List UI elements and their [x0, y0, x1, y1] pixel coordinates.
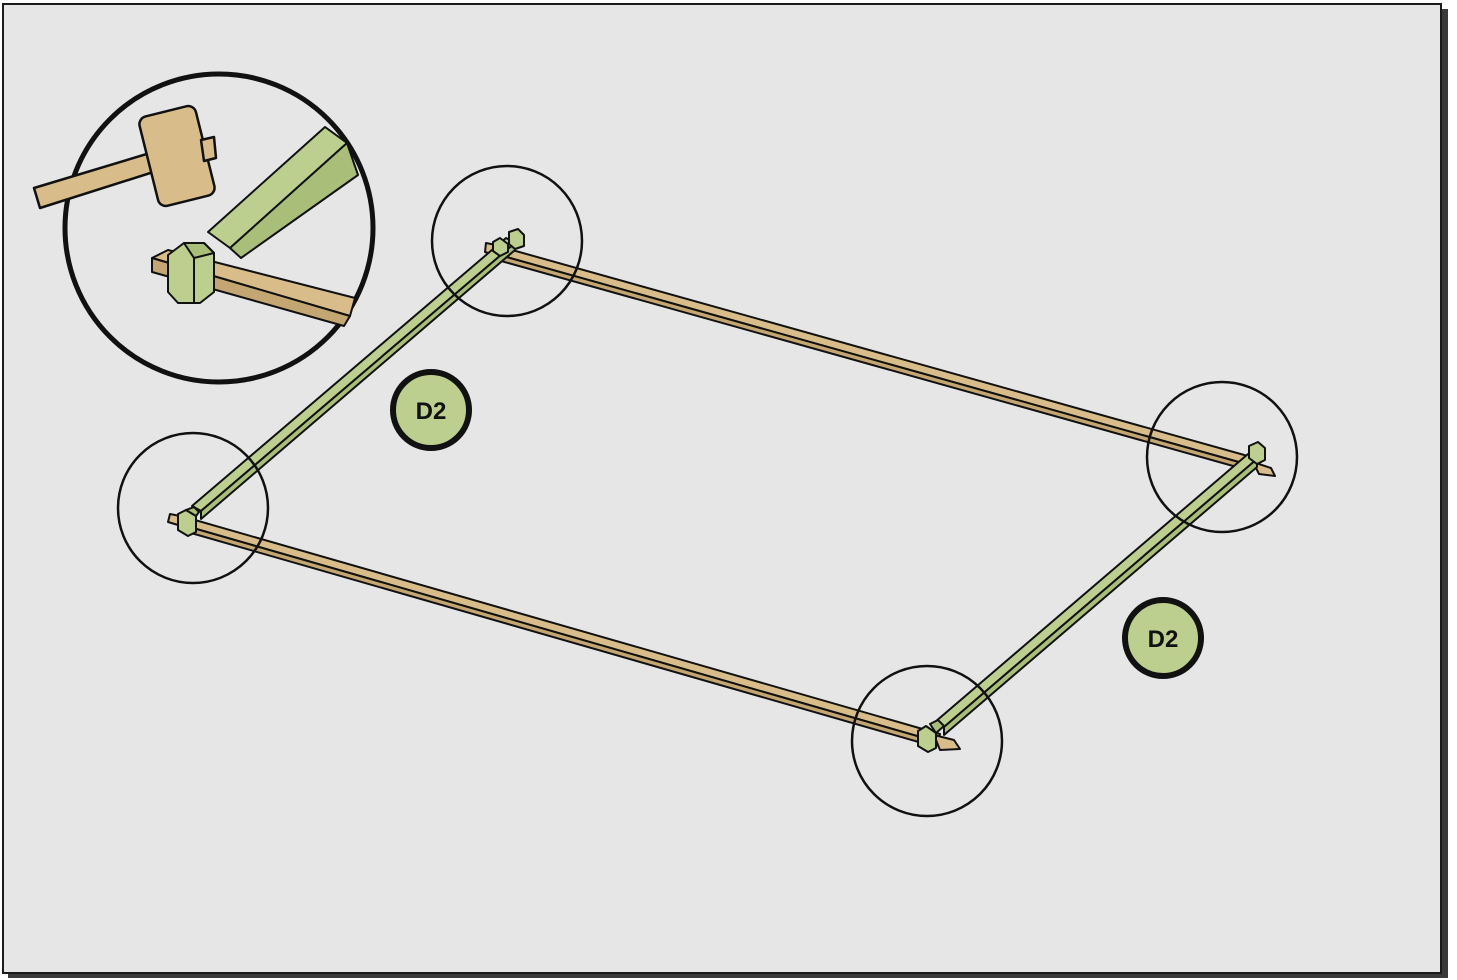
mallet-icon [32, 104, 218, 210]
corner-clamp-right [1248, 441, 1266, 465]
frame-assembly [167, 228, 1276, 753]
callout-circle-right [1145, 380, 1299, 534]
part-badge-label: D2 [416, 398, 447, 425]
callout-circle-top [430, 164, 584, 318]
part-badge-circle [390, 369, 472, 451]
tan-beam-front [167, 513, 961, 751]
detail-inset [32, 71, 376, 385]
part-badge-label: D2 [1148, 626, 1179, 653]
inset-green-beam [207, 126, 359, 259]
part-badge: D2 [1122, 597, 1204, 679]
callout-circle-bottom [850, 664, 1004, 818]
callout-circles [116, 164, 1299, 818]
part-badge: D2 [390, 369, 472, 451]
part-badge-circle [1122, 597, 1204, 679]
callout-circle-left [116, 431, 270, 585]
corner-clamp-left [177, 506, 200, 537]
corner-clamp-top [492, 228, 525, 257]
corner-clamp-bottom [917, 719, 945, 753]
inset-green-block [167, 242, 215, 304]
